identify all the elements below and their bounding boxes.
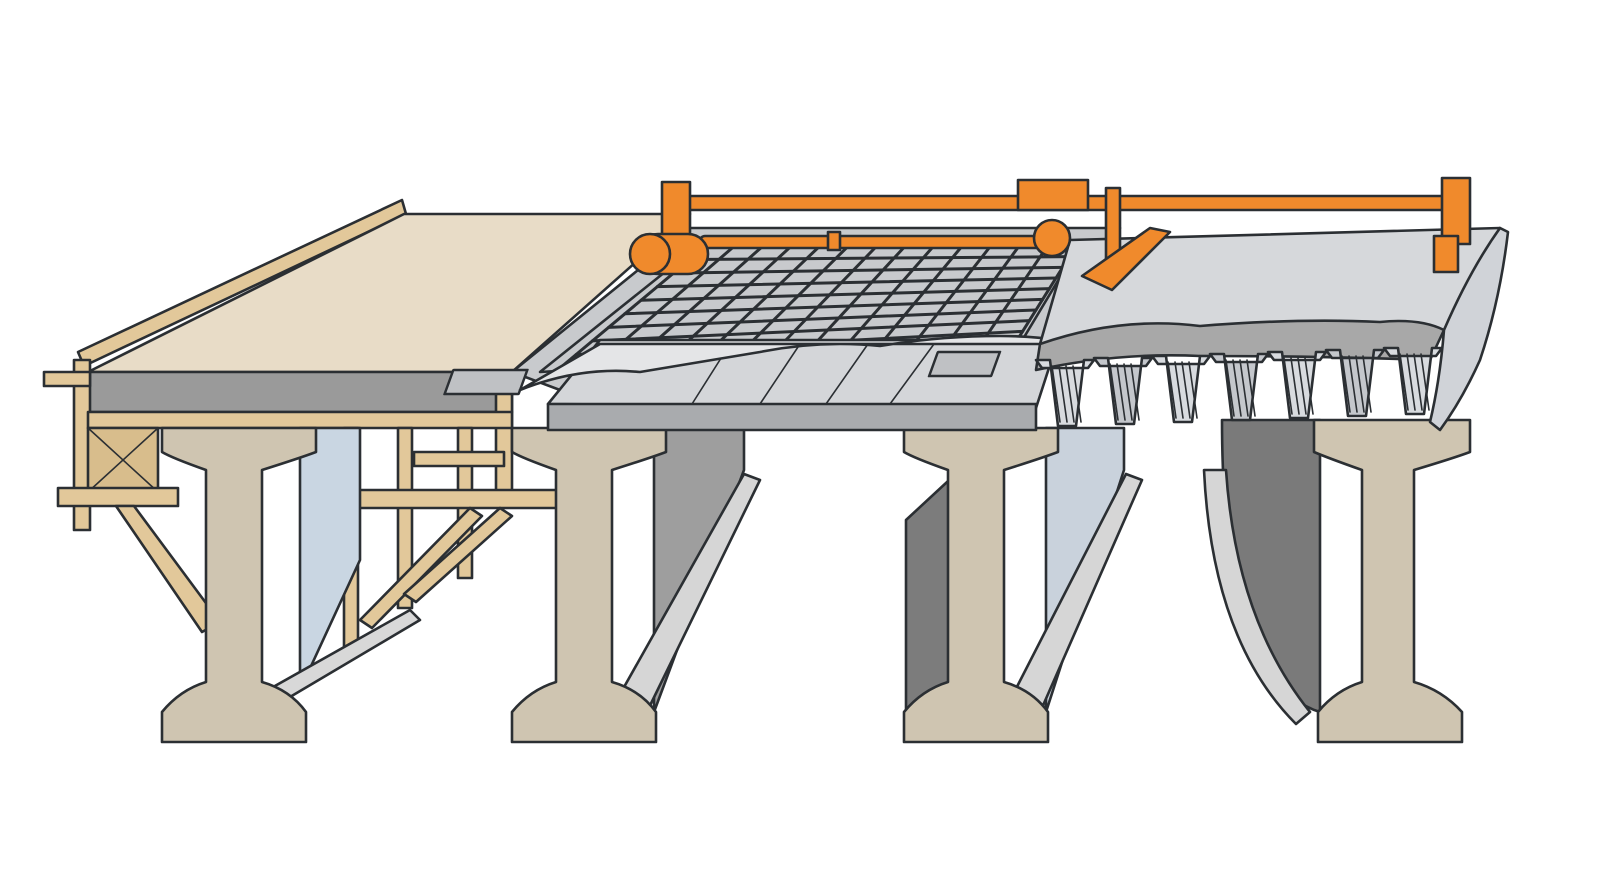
formwork-strut-left <box>114 504 222 634</box>
steel-deck-hatch <box>1420 353 1430 411</box>
rebar-bar-long <box>672 265 1065 275</box>
screed-finishing-machine <box>628 176 1472 292</box>
steel-deck-rib <box>1324 348 1386 418</box>
formwork-ledger-mid <box>86 410 514 430</box>
steel-deck-hatch <box>1072 365 1082 423</box>
steel-deck-rib <box>1150 354 1212 424</box>
steel-deck-hatch <box>1109 363 1119 421</box>
steel-deck-hatch <box>1167 361 1177 419</box>
shear-pocket-right <box>927 350 1002 378</box>
shoring-post-2 <box>396 426 414 610</box>
steel-deck-hatch <box>1304 357 1314 415</box>
rebar-bar-cross <box>804 244 907 356</box>
steel-deck-hatch <box>1051 365 1061 423</box>
steel-deck-rib <box>1092 356 1154 426</box>
shoring-diagonal-1 <box>358 506 484 630</box>
steel-deck-hatch <box>1058 365 1068 423</box>
steel-deck-hatch <box>1406 353 1416 411</box>
corrugated-steel-deck <box>1034 346 1444 428</box>
rebar-bar-cross <box>944 244 1021 348</box>
steel-deck-hatch <box>1116 363 1126 421</box>
steel-deck-hatch <box>1362 355 1372 413</box>
steel-deck-hatch <box>1123 363 1133 421</box>
rebar-bar-long <box>655 276 1058 289</box>
timber-formwork <box>42 198 692 654</box>
girder-3 <box>902 426 1144 744</box>
fresh-concrete-edge <box>518 334 1062 392</box>
steel-deck-hatch <box>1341 355 1351 413</box>
steel-deck-hatch <box>1348 355 1358 413</box>
shoring-beam-upper <box>412 450 506 468</box>
girder-4-i-section <box>1312 418 1472 744</box>
machine-lower-rail <box>698 234 1062 250</box>
girder-3-i-section <box>902 426 1060 744</box>
machine-skid-foot <box>1080 226 1172 292</box>
rebar-bar-long <box>590 319 1031 343</box>
rebar-bar-long <box>623 297 1045 316</box>
concrete-layer-band <box>1034 319 1446 372</box>
steel-deck-hatch <box>1188 361 1198 419</box>
precast-deck-panels <box>443 334 1062 432</box>
girder-4-curved-flange <box>1202 468 1312 726</box>
girder-1-side <box>298 426 362 692</box>
machine-carriage <box>1016 178 1090 212</box>
steel-deck-rib <box>1382 346 1444 416</box>
steel-deck-rib <box>1208 352 1270 422</box>
formwork-ledger-top <box>42 370 92 388</box>
rebar-bar-cross <box>874 244 964 352</box>
rebar-bar-cross <box>909 244 993 350</box>
machine-right-frame <box>1440 176 1472 246</box>
formwork-lower-beam <box>56 486 180 508</box>
steel-deck-hatch <box>1283 357 1293 415</box>
corrugated-steel-deck-section <box>1034 226 1510 432</box>
steel-deck-hatch <box>1130 363 1140 421</box>
precast-panel-front <box>546 402 1038 432</box>
steel-deck-hatch <box>1232 359 1242 417</box>
steel-deck-hatch <box>1181 361 1191 419</box>
girder-2 <box>510 426 762 744</box>
steel-deck-hatch <box>1399 353 1409 411</box>
rebar-bar-cross <box>768 244 879 358</box>
rebar-bar-cross <box>979 244 1050 346</box>
steel-deck-hatch <box>1239 359 1249 417</box>
machine-left-frame <box>660 180 692 244</box>
girder-1 <box>160 426 422 744</box>
girder-2-i-section <box>510 426 668 744</box>
rebar-bar-long <box>607 308 1038 329</box>
rebar-bar-cross <box>839 244 936 354</box>
machine-left-roller-end <box>628 232 672 276</box>
steel-deck-rib <box>1266 350 1328 420</box>
steel-deck-hatch <box>1297 357 1307 415</box>
panel-joint-3 <box>825 343 869 405</box>
curved-edge-form <box>1428 226 1510 432</box>
formwork-brace-x2 <box>87 427 159 493</box>
girder-1-i-section <box>160 426 318 744</box>
machine-guide-tab <box>826 230 842 252</box>
panel-joint-2 <box>759 343 801 405</box>
steel-deck-hatch <box>1174 361 1184 419</box>
machine-right-leg <box>1432 234 1460 274</box>
steel-deck-hatch <box>1290 357 1300 415</box>
steel-deck-hatch <box>1413 353 1423 411</box>
rebar-bar-long <box>639 287 1051 302</box>
panel-joint-4 <box>889 343 935 405</box>
steel-deck-rib <box>1034 358 1096 428</box>
shoring-diagonal-2 <box>402 506 514 604</box>
girder-4 <box>1202 418 1472 744</box>
machine-right-roller <box>1032 218 1072 258</box>
steel-deck-hatch <box>1246 359 1256 417</box>
shear-pocket-left <box>443 368 529 396</box>
steel-deck-hatch <box>1225 359 1235 417</box>
steel-deck-hatch <box>1065 365 1075 423</box>
rebar-bar-long <box>688 255 1071 262</box>
steel-deck-hatch <box>1355 355 1365 413</box>
